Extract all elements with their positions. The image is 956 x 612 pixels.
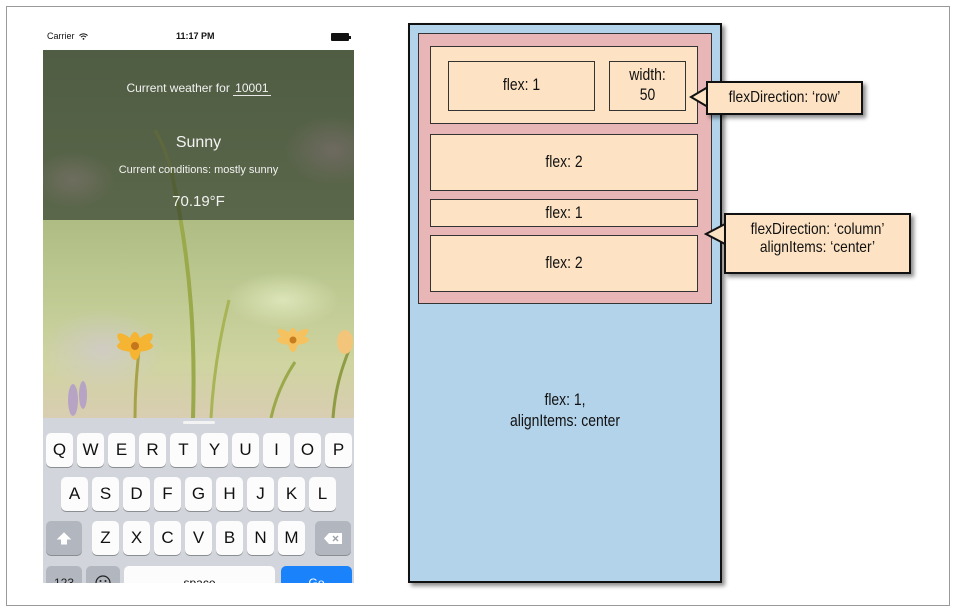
callout-flex-direction-row: flexDirection: ‘row’ xyxy=(706,81,863,115)
wifi-icon xyxy=(79,33,88,40)
key-j[interactable]: J xyxy=(247,477,274,511)
grass-flowers-illustration xyxy=(68,129,353,418)
key-k[interactable]: K xyxy=(278,477,305,511)
carrier-label: Carrier xyxy=(47,31,88,41)
key-i[interactable]: I xyxy=(263,433,290,467)
zip-input[interactable]: 10001 xyxy=(233,81,271,96)
flexbox-layout-diagram: flex: 1, alignItems: center flex: 1 widt… xyxy=(408,23,722,583)
keyboard: Q W E R T Y U I O P A S D F G H J K L Z … xyxy=(43,418,354,583)
weather-description: Current conditions: mostly sunny xyxy=(118,164,279,176)
weather-heading: Current weather for 10001 xyxy=(43,81,354,96)
row-container: flex: 1 width: 50 xyxy=(430,46,698,124)
column-box-flex2-bottom: flex: 2 xyxy=(430,235,698,292)
delete-key[interactable] xyxy=(315,521,351,555)
callout-column-text-line1: flexDirection: ‘column’ xyxy=(750,221,885,238)
key-f[interactable]: F xyxy=(154,477,181,511)
callout-row-text: flexDirection: ‘row’ xyxy=(728,89,841,106)
weather-heading-label: Current weather for xyxy=(126,81,230,95)
row-right-box: width: 50 xyxy=(609,61,686,111)
key-b[interactable]: B xyxy=(216,521,243,555)
weather-condition: Sunny xyxy=(175,134,222,151)
status-bar: Carrier 11:17 PM xyxy=(43,22,354,50)
key-n[interactable]: N xyxy=(247,521,274,555)
key-e[interactable]: E xyxy=(108,433,135,467)
key-y[interactable]: Y xyxy=(201,433,228,467)
callout-column-pointer xyxy=(704,223,726,245)
outer-label-line1: flex: 1, xyxy=(544,390,586,409)
space-key[interactable]: space xyxy=(124,566,275,583)
key-w[interactable]: W xyxy=(77,433,104,467)
row-right-label-line1: width: xyxy=(629,65,666,84)
key-q[interactable]: Q xyxy=(46,433,73,467)
weather-panel: Current weather for 10001 Sunny Current … xyxy=(43,50,354,220)
key-m[interactable]: M xyxy=(278,521,305,555)
key-a[interactable]: A xyxy=(61,477,88,511)
column-box-flex1: flex: 1 xyxy=(430,199,698,227)
key-c[interactable]: C xyxy=(154,521,181,555)
delete-backspace-icon xyxy=(324,533,342,544)
shift-arrow-icon xyxy=(56,532,72,545)
column-box-flex2-bottom-label: flex: 2 xyxy=(545,253,583,272)
column-box-flex2-top-label: flex: 2 xyxy=(545,152,583,171)
go-key[interactable]: Go xyxy=(281,566,352,583)
key-x[interactable]: X xyxy=(123,521,150,555)
key-u[interactable]: U xyxy=(232,433,259,467)
key-o[interactable]: O xyxy=(294,433,321,467)
battery-icon xyxy=(331,33,351,41)
emoji-key[interactable] xyxy=(86,566,120,583)
key-t[interactable]: T xyxy=(170,433,197,467)
column-box-flex1-label: flex: 1 xyxy=(545,203,583,222)
callout-flex-direction-column: flexDirection: ‘column’ alignItems: ‘cen… xyxy=(724,213,911,274)
row-right-label-line2: 50 xyxy=(639,85,656,104)
key-p[interactable]: P xyxy=(325,433,352,467)
callout-column-text-line2: alignItems: ‘center’ xyxy=(759,239,876,256)
column-box-flex2-top: flex: 2 xyxy=(430,134,698,191)
key-g[interactable]: G xyxy=(185,477,212,511)
callout-row-pointer xyxy=(689,86,709,108)
phone-screenshot: Carrier 11:17 PM xyxy=(43,22,354,583)
key-h[interactable]: H xyxy=(216,477,243,511)
row-left-label: flex: 1 xyxy=(502,75,541,94)
keyboard-handle xyxy=(183,421,215,424)
row-left-box: flex: 1 xyxy=(448,61,595,111)
weather-temperature: 70.19°F xyxy=(172,193,225,210)
outer-label-line2: alignItems: center xyxy=(509,411,621,430)
key-v[interactable]: V xyxy=(185,521,212,555)
key-d[interactable]: D xyxy=(123,477,150,511)
key-z[interactable]: Z xyxy=(92,521,119,555)
numbers-key[interactable]: 123 xyxy=(46,566,82,583)
key-r[interactable]: R xyxy=(139,433,166,467)
column-container: flex: 1 width: 50 flex: 2 flex: 1 flex: … xyxy=(418,33,712,304)
key-s[interactable]: S xyxy=(92,477,119,511)
emoji-smiley-icon xyxy=(95,575,111,583)
key-l[interactable]: L xyxy=(309,477,336,511)
shift-key[interactable] xyxy=(46,521,82,555)
clock-time: 11:17 PM xyxy=(176,31,215,41)
